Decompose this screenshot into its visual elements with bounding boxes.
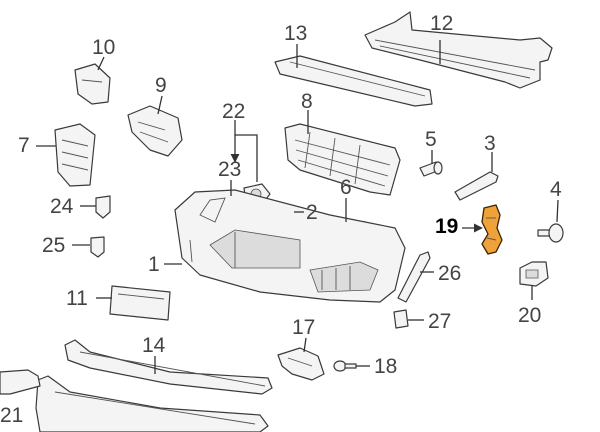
part-lower-spoiler[interactable] [35,375,269,432]
part-9-side-bracket[interactable] [127,105,183,157]
part-7-side-grille[interactable] [54,123,96,187]
part-5-fastener[interactable] [419,161,443,177]
callout-5: 5 [425,128,437,151]
part-8-grille[interactable] [284,123,401,196]
part-18-bolt[interactable] [333,360,357,372]
part-11-plate-bracket[interactable] [109,285,171,321]
part-1-bumper-cover[interactable] [174,189,406,303]
callout-27: 27 [428,310,451,333]
callout-19: 19 [435,215,458,238]
callout-21: 21 [0,404,23,427]
part-26-side-molding[interactable] [397,251,431,303]
callout-23: 23 [218,158,241,181]
part-20-bracket[interactable] [519,261,549,287]
callout-9: 9 [155,74,167,97]
callout-1: 1 [148,253,160,276]
part-25-emblem[interactable] [90,236,105,258]
leader-lines [36,40,559,374]
part-10-bracket[interactable] [74,63,111,105]
callout-labels: 12 13 8 10 9 22 7 23 5 3 6 2 24 25 1 19 … [0,12,562,427]
part-21-corner-piece[interactable] [0,369,41,395]
callout-24: 24 [50,195,74,218]
callout-12: 12 [430,12,453,35]
part-19-bracket[interactable] [481,204,503,255]
callout-10: 10 [92,36,115,59]
callout-3: 3 [484,132,496,155]
callout-4: 4 [550,178,562,201]
part-17-bracket[interactable] [277,347,325,381]
callout-25: 25 [42,234,65,257]
callout-18: 18 [374,355,397,378]
part-4-bolt[interactable] [537,223,564,243]
callout-11: 11 [66,287,88,310]
callout-14: 14 [142,334,166,357]
part-27-clip[interactable] [393,309,409,329]
callout-22: 22 [222,100,245,123]
part-12-absorber[interactable] [364,11,553,89]
callout-17: 17 [292,316,315,339]
callout-6: 6 [340,176,352,199]
callout-13: 13 [284,22,307,45]
callout-26: 26 [438,262,461,285]
callout-20: 20 [518,304,541,327]
part-14-lower-lip[interactable] [64,339,273,395]
callout-8: 8 [301,90,313,113]
part-24-emblem[interactable] [95,195,111,219]
callout-7: 7 [18,134,30,157]
callout-2: 2 [306,201,318,224]
part-3-bracket[interactable] [454,171,499,201]
part-13-upper-strip[interactable] [274,55,433,107]
